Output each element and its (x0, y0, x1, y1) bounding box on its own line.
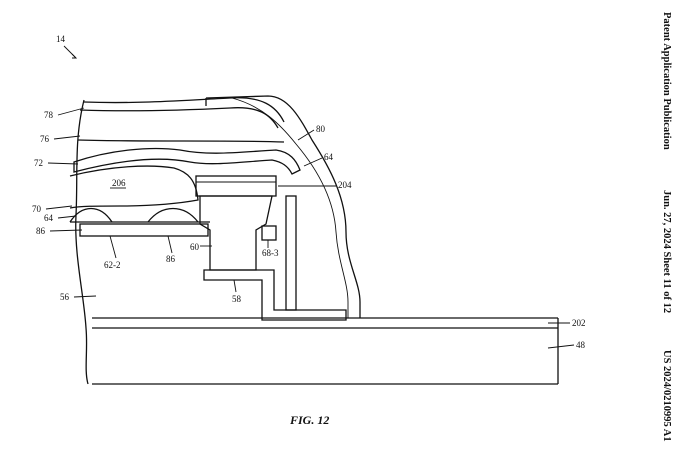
component-206 (69, 165, 199, 209)
figure-caption: FIG. 12 (289, 413, 329, 427)
frame-bracket-80 (205, 95, 361, 318)
label-48: 48 (576, 340, 586, 350)
label-86-left: 86 (36, 226, 46, 236)
substrate-layers (92, 317, 559, 385)
label-60: 60 (190, 242, 200, 252)
substrate-86 (79, 223, 209, 237)
label-80: 80 (316, 124, 326, 134)
housing-left-edge (75, 99, 89, 385)
bracket-58 (203, 269, 347, 321)
connector-60 (199, 195, 273, 271)
header-number: US 2024/0210995 A1 (661, 350, 672, 442)
reference-labels: 14 78 76 72 70 64 86 62-2 86 60 68-3 58 … (32, 34, 586, 350)
label-204: 204 (338, 180, 352, 190)
label-70: 70 (32, 204, 42, 214)
label-78: 78 (44, 110, 54, 120)
label-62-2: 62-2 (104, 260, 121, 270)
label-206: 206 (112, 178, 126, 188)
label-64-right: 64 (324, 152, 334, 162)
header-publication: Patent Application Publication (661, 12, 672, 150)
label-76: 76 (40, 134, 50, 144)
chip-204 (195, 175, 277, 197)
label-202: 202 (572, 318, 586, 328)
display-cover-layers (77, 97, 285, 143)
header-date-sheet: Jun. 27, 2024 Sheet 11 of 12 (661, 190, 672, 313)
label-86-bottom: 86 (166, 254, 176, 264)
label-64-left: 64 (44, 213, 54, 223)
patent-header: Patent Application Publication Jun. 27, … (661, 12, 672, 442)
label-72: 72 (34, 158, 43, 168)
label-14: 14 (56, 34, 66, 44)
label-68-3: 68-3 (262, 248, 279, 258)
cover-layer-72 (73, 147, 301, 175)
label-58: 58 (232, 294, 242, 304)
label-56: 56 (60, 292, 70, 302)
